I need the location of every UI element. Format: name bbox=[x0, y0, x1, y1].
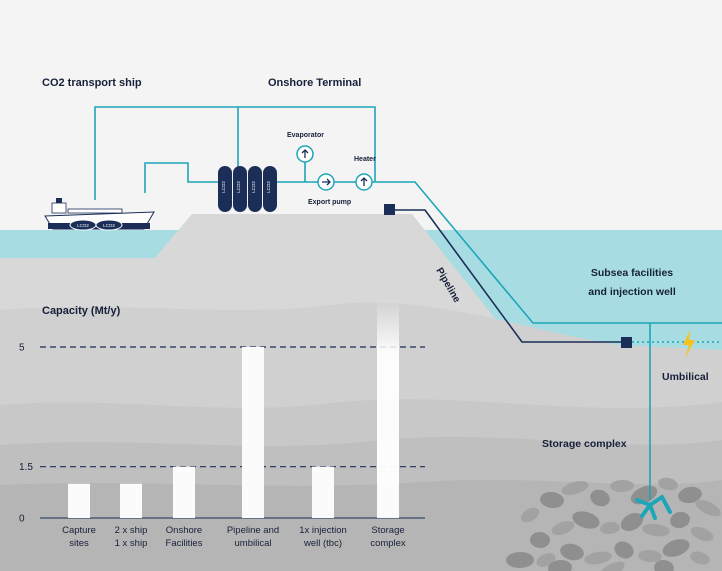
ship-label: CO2 transport ship bbox=[42, 77, 142, 89]
heater-label: Heater bbox=[354, 156, 376, 163]
export-pipeline-teal bbox=[270, 181, 722, 324]
rock bbox=[599, 561, 625, 571]
y-tick-label: 0 bbox=[19, 514, 25, 525]
rock bbox=[551, 521, 575, 535]
rock bbox=[642, 523, 670, 537]
rock bbox=[690, 551, 710, 565]
heater-unit bbox=[355, 173, 373, 191]
terminal-tank-label: LCO2 bbox=[251, 181, 256, 193]
bar-2 bbox=[120, 483, 142, 518]
rock bbox=[670, 511, 690, 529]
injection-well-fracture-icon bbox=[635, 495, 672, 520]
bar-1 bbox=[68, 483, 90, 518]
rock bbox=[695, 499, 721, 517]
rock bbox=[654, 559, 674, 571]
evaporator-unit bbox=[296, 145, 314, 163]
bar-6 bbox=[377, 299, 399, 518]
rock bbox=[638, 549, 662, 563]
rock bbox=[610, 479, 634, 493]
subsea-template-node bbox=[621, 337, 632, 348]
bar-4 bbox=[242, 347, 264, 518]
rock bbox=[620, 512, 644, 532]
rock bbox=[506, 551, 534, 569]
ship-tank-label-1: LCO2 bbox=[77, 223, 89, 228]
terminal-tank-label: LCO2 bbox=[221, 181, 226, 193]
category-label: Capture bbox=[62, 525, 96, 536]
category-label: Onshore bbox=[166, 525, 202, 536]
category-label: well (tbc) bbox=[303, 538, 342, 549]
rock bbox=[678, 486, 702, 504]
subsea-label-line1: Subsea facilities bbox=[591, 267, 673, 279]
rock bbox=[540, 491, 564, 509]
category-label: 2 x ship bbox=[115, 525, 148, 536]
umbilical-label: Umbilical bbox=[662, 371, 709, 383]
terminal-label: Onshore Terminal bbox=[268, 77, 361, 89]
terminal-tank-2 bbox=[233, 166, 247, 212]
category-label: 1 x ship bbox=[115, 538, 148, 549]
terminal-tank-3 bbox=[248, 166, 262, 212]
rock bbox=[690, 526, 714, 542]
category-label: Pipeline and bbox=[227, 525, 279, 536]
arrow-up-icon bbox=[301, 149, 309, 158]
co2-transport-ship: LCO2 LCO2 bbox=[44, 198, 155, 231]
terminal-tank-label: LCO2 bbox=[266, 181, 271, 193]
umbilical-line bbox=[395, 209, 626, 343]
ship-to-terminal-line bbox=[94, 106, 376, 200]
rock bbox=[560, 543, 584, 561]
bar-5 bbox=[312, 466, 334, 518]
category-label: umbilical bbox=[235, 538, 272, 549]
storage-complex-label: Storage complex bbox=[542, 438, 627, 450]
rock bbox=[572, 511, 600, 529]
export-pump-unit bbox=[317, 173, 335, 191]
export-pump-label: Export pump bbox=[308, 199, 351, 206]
subsea-label-line2: and injection well bbox=[588, 286, 676, 298]
ship-tank-label-2: LCO2 bbox=[103, 223, 115, 228]
terminal-storage-tanks: LCO2 LCO2 LCO2 LCO2 bbox=[218, 166, 277, 212]
rock bbox=[590, 489, 610, 507]
rock bbox=[662, 539, 690, 557]
category-label: Facilities bbox=[166, 538, 203, 549]
loading-line bbox=[144, 162, 222, 193]
y-tick-label: 5 bbox=[19, 343, 25, 354]
arrow-right-icon bbox=[322, 178, 331, 186]
rock bbox=[561, 481, 589, 495]
arrow-up-icon bbox=[360, 177, 368, 186]
lightning-icon bbox=[683, 330, 695, 358]
rock bbox=[614, 541, 634, 559]
terminal-tank-1 bbox=[218, 166, 232, 212]
umbilical-topside-node bbox=[384, 204, 395, 215]
category-label: 1x injection bbox=[299, 525, 347, 536]
category-label: sites bbox=[69, 538, 89, 549]
terminal-tank-label: LCO2 bbox=[236, 181, 241, 193]
chart-title: Capacity (Mt/y) bbox=[42, 305, 121, 317]
storage-rock-formation bbox=[506, 477, 721, 571]
rock bbox=[600, 521, 620, 535]
y-tick-label: 1.5 bbox=[19, 462, 33, 473]
terminal-tank-4 bbox=[263, 166, 277, 212]
category-label: Storage bbox=[371, 525, 404, 536]
rock bbox=[548, 559, 572, 571]
category-label: complex bbox=[370, 538, 406, 549]
rock bbox=[584, 551, 612, 565]
evaporator-label: Evaporator bbox=[287, 132, 324, 139]
rock bbox=[530, 531, 550, 549]
rock bbox=[520, 507, 540, 523]
rock bbox=[658, 477, 678, 491]
bar-3 bbox=[173, 466, 195, 518]
